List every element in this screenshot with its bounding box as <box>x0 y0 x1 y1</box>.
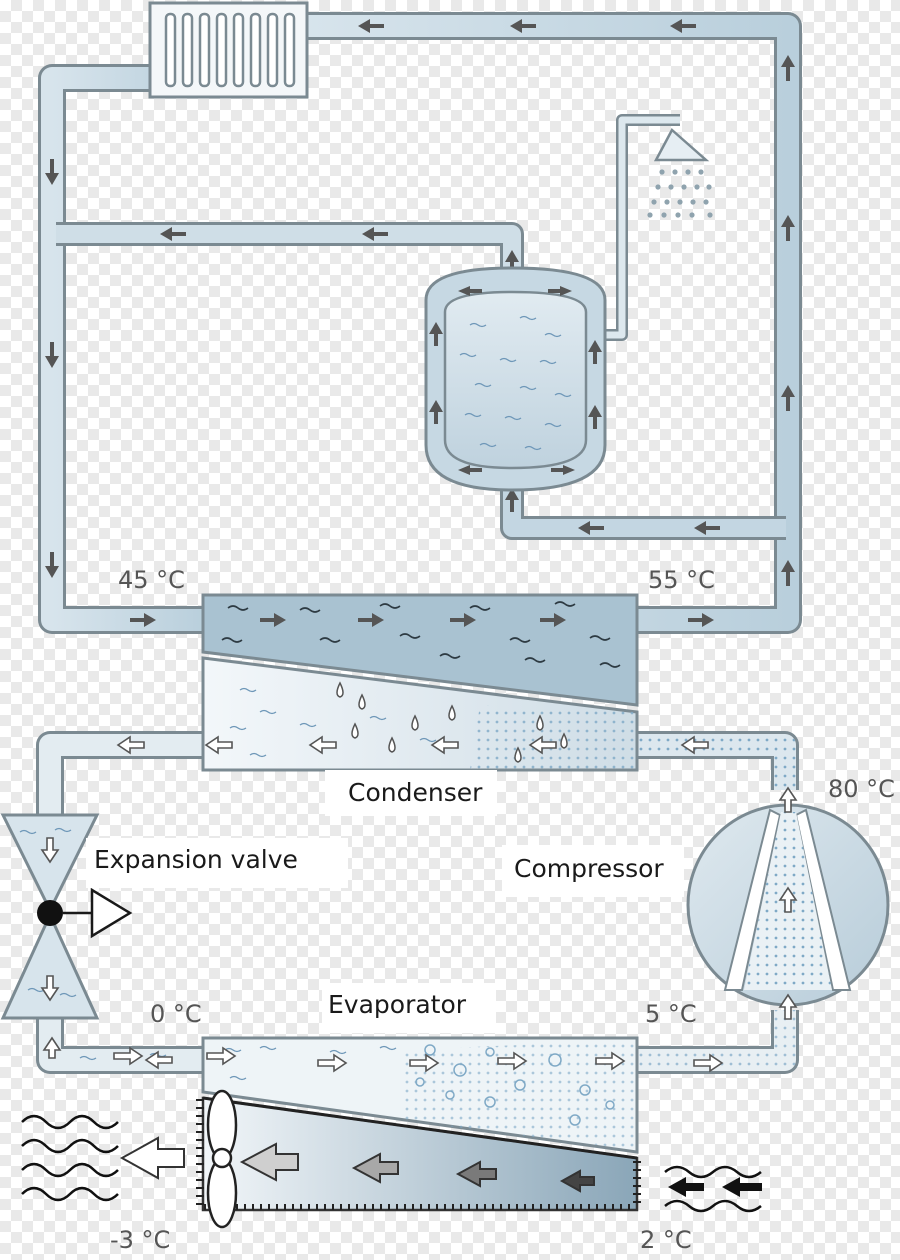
temperature-evaporator-out: 5 °C <box>645 1000 697 1028</box>
compressor-label: Compressor <box>514 854 664 883</box>
compressor <box>686 786 890 1020</box>
shower-icon <box>647 128 713 218</box>
temperature-return-water: 45 °C <box>118 566 185 594</box>
evaporator-label: Evaporator <box>328 990 467 1019</box>
label-backgrounds <box>86 770 684 1033</box>
temperature-supply-water: 55 °C <box>648 566 715 594</box>
temperature-evaporator-in: 0 °C <box>150 1000 202 1028</box>
temperature-air-out: -3 °C <box>110 1226 170 1254</box>
hot-water-tank <box>424 266 607 492</box>
air-wave-icon <box>21 1114 762 1213</box>
fan-icon <box>206 1089 238 1229</box>
temperature-air-in: 2 °C <box>640 1226 692 1254</box>
evaporator <box>79 1036 724 1212</box>
temperature-compressor-out: 80 °C <box>828 775 895 803</box>
expansion-valve-label: Expansion valve <box>94 845 298 874</box>
condenser-label: Condenser <box>348 778 483 807</box>
radiator-icon <box>148 1 309 99</box>
heating-water-circuit <box>38 12 802 634</box>
expansion-valve <box>0 813 133 1059</box>
condenser <box>116 593 709 772</box>
air-flow-arrows <box>119 1136 762 1197</box>
